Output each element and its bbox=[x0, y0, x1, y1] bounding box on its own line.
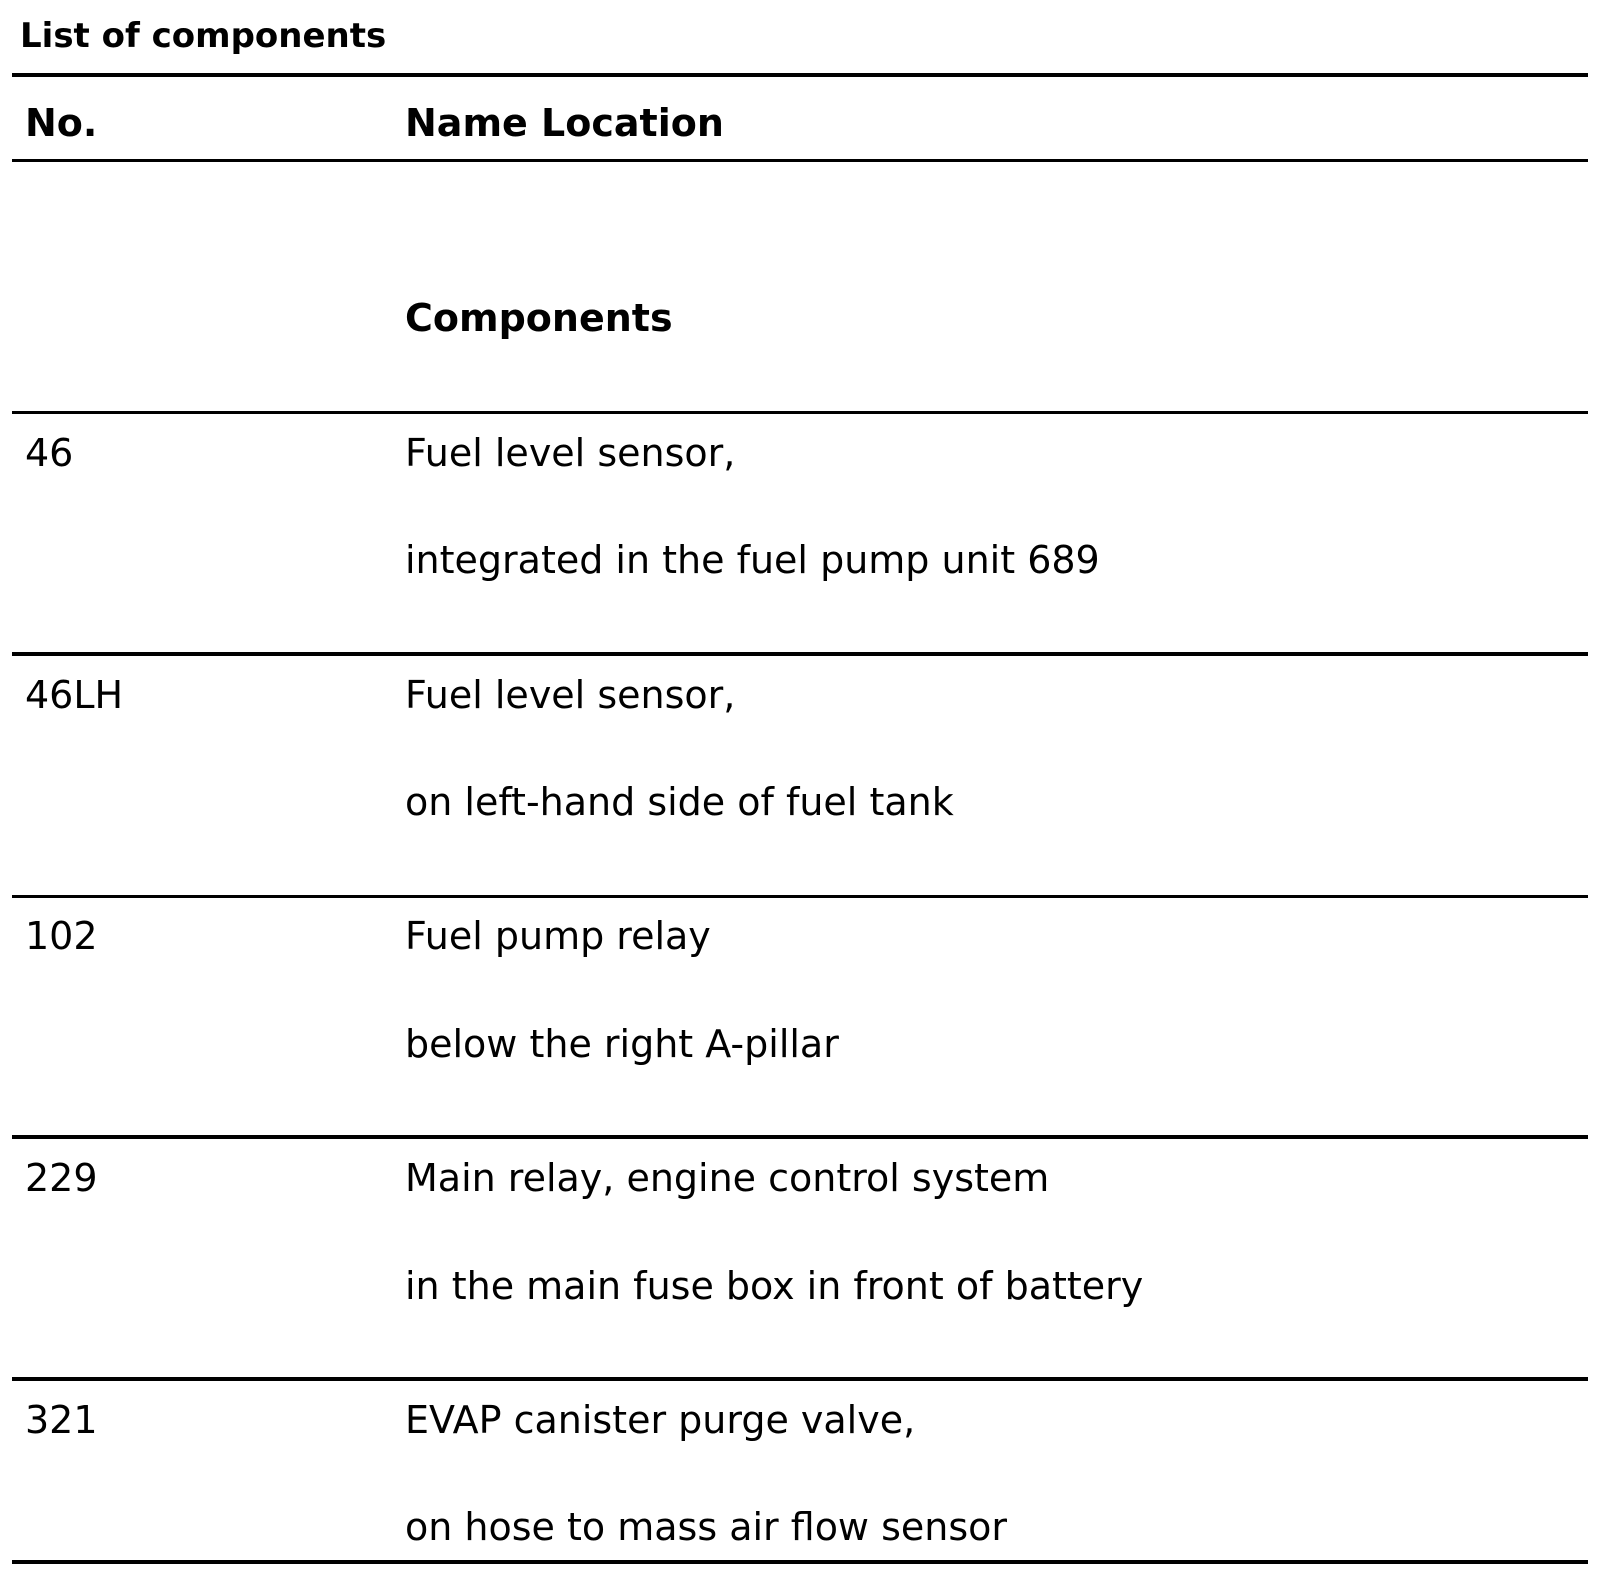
row-divider bbox=[12, 895, 1588, 898]
row-number: 46 bbox=[25, 431, 74, 475]
row-divider bbox=[12, 1377, 1588, 1381]
row-name: Main relay, engine control system bbox=[405, 1156, 1050, 1200]
section-title: Components bbox=[405, 296, 673, 340]
table-top-rule bbox=[12, 73, 1588, 77]
row-divider bbox=[12, 411, 1588, 414]
row-location: on left-hand side of fuel tank bbox=[405, 780, 954, 824]
header-rule bbox=[12, 159, 1588, 162]
row-divider bbox=[12, 652, 1588, 656]
row-number: 321 bbox=[25, 1398, 98, 1442]
row-number: 229 bbox=[25, 1156, 98, 1200]
row-name: Fuel level sensor, bbox=[405, 431, 736, 475]
table-caption: List of components bbox=[20, 16, 387, 56]
table-bottom-rule bbox=[12, 1560, 1588, 1564]
row-name: Fuel level sensor, bbox=[405, 673, 736, 717]
row-location: on hose to mass air flow sensor bbox=[405, 1505, 1008, 1549]
row-number: 46LH bbox=[25, 673, 124, 717]
row-name: EVAP canister purge valve, bbox=[405, 1398, 916, 1442]
header-name-location: Name Location bbox=[405, 101, 724, 145]
row-name: Fuel pump relay bbox=[405, 914, 711, 958]
row-location: in the main fuse box in front of battery bbox=[405, 1264, 1144, 1308]
row-number: 102 bbox=[25, 914, 98, 958]
row-location: integrated in the fuel pump unit 689 bbox=[405, 538, 1100, 582]
row-location: below the right A-pillar bbox=[405, 1022, 839, 1066]
header-no: No. bbox=[25, 101, 98, 145]
row-divider bbox=[12, 1135, 1588, 1139]
